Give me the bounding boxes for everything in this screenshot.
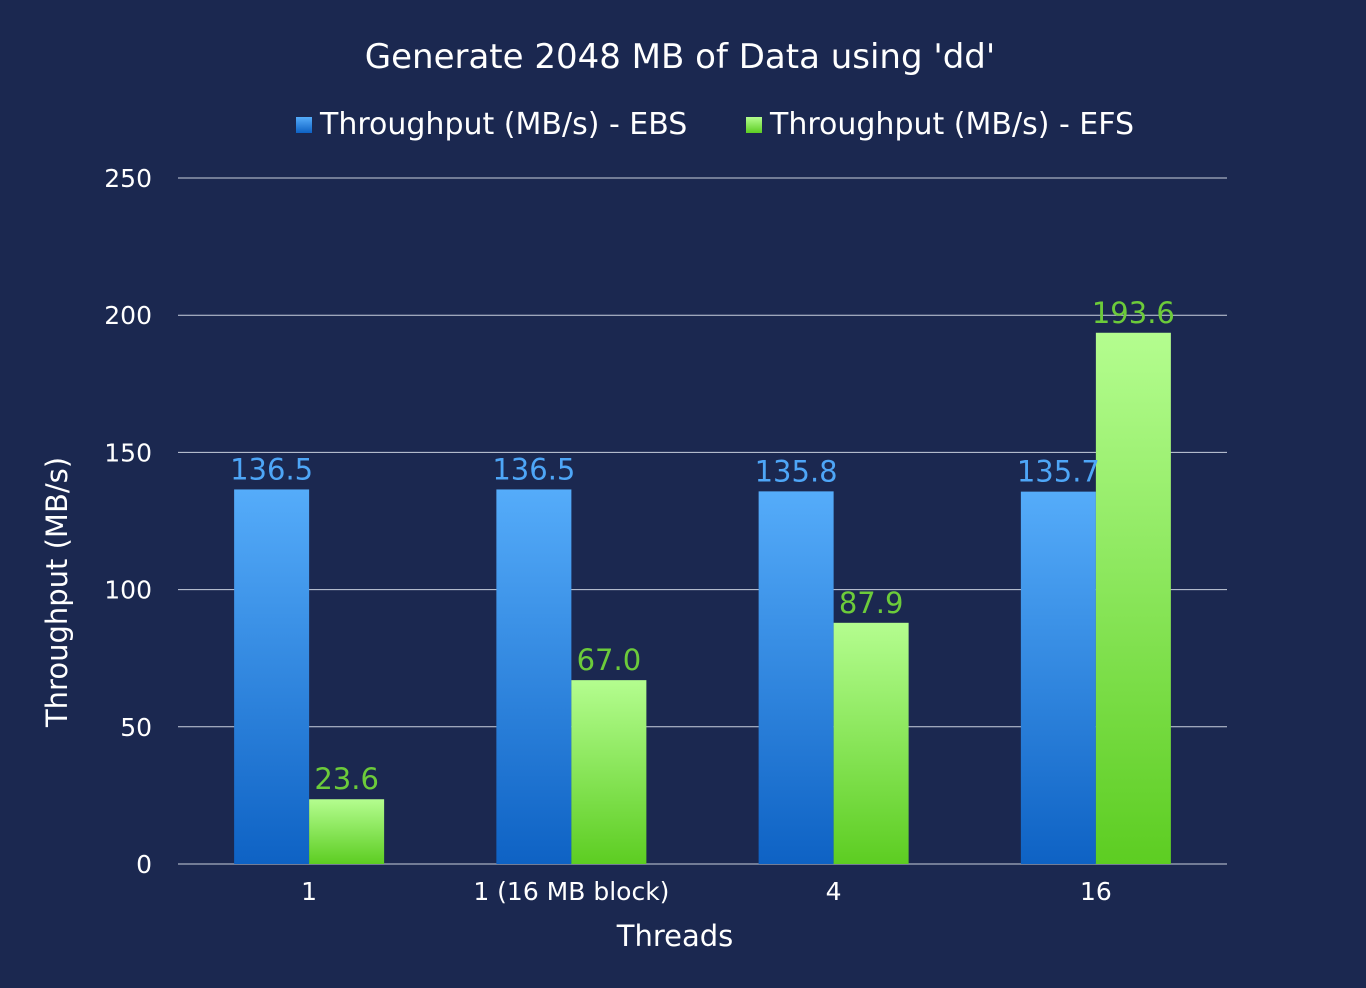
y-axis-ticks: 0 50 100 150 200 250 xyxy=(104,164,152,879)
legend: Throughput (MB/s) - EBS Throughput (MB/s… xyxy=(296,107,1134,142)
x-tick-label: 4 xyxy=(826,877,842,906)
data-label-efs: 67.0 xyxy=(577,643,642,677)
y-tick-label: 150 xyxy=(104,438,152,467)
bar-ebs xyxy=(234,489,310,864)
bar-efs xyxy=(571,680,647,864)
bar-efs xyxy=(309,799,385,864)
legend-swatch-ebs xyxy=(296,117,312,133)
legend-swatch-efs xyxy=(746,117,762,133)
y-tick-label: 100 xyxy=(104,576,152,605)
y-tick-label: 200 xyxy=(104,301,152,330)
chart-title: Generate 2048 MB of Data using 'dd' xyxy=(365,37,995,77)
data-label-ebs: 136.5 xyxy=(492,452,575,486)
x-tick-label: 16 xyxy=(1080,877,1112,906)
bar-efs xyxy=(833,622,909,864)
y-tick-label: 250 xyxy=(104,164,152,193)
data-label-ebs: 136.5 xyxy=(230,452,313,486)
bar-ebs xyxy=(1020,491,1096,864)
x-tick-label: 1 (16 MB block) xyxy=(473,877,669,906)
bars xyxy=(234,332,1171,864)
bar-ebs xyxy=(758,491,834,864)
x-axis-title: Threads xyxy=(616,919,734,953)
data-label-ebs: 135.7 xyxy=(1017,455,1100,489)
y-tick-label: 50 xyxy=(120,713,152,742)
legend-label-efs: Throughput (MB/s) - EFS xyxy=(769,107,1134,142)
bar-efs xyxy=(1095,332,1171,864)
x-tick-label: 1 xyxy=(301,877,317,906)
y-axis-title: Throughput (MB/s) xyxy=(40,457,74,728)
data-label-efs: 193.6 xyxy=(1092,296,1175,330)
data-label-efs: 87.9 xyxy=(839,586,904,620)
data-label-efs: 23.6 xyxy=(314,762,379,796)
data-labels: 136.5 23.6 136.5 67.0 135.8 87.9 135.7 193.6 xyxy=(230,296,1175,796)
y-tick-label: 0 xyxy=(136,850,152,879)
x-axis-ticks: 1 1 (16 MB block) 4 16 xyxy=(301,877,1112,906)
data-label-ebs: 135.8 xyxy=(755,454,838,488)
bar-ebs xyxy=(496,489,572,864)
legend-label-ebs: Throughput (MB/s) - EBS xyxy=(319,107,687,142)
